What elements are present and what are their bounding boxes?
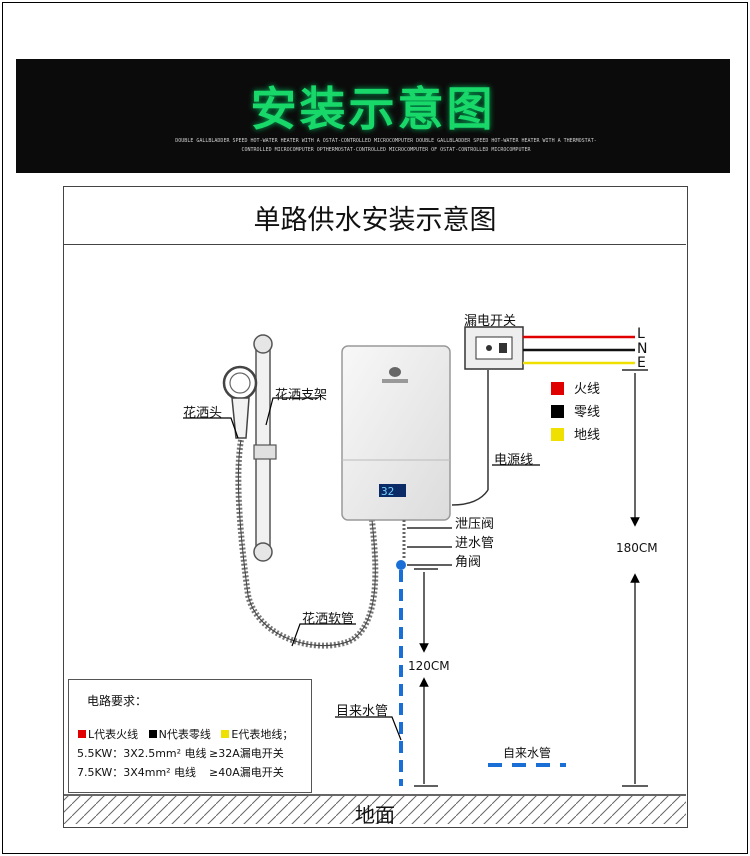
wire-n-label: N — [637, 341, 648, 357]
power-wires — [451, 335, 635, 506]
tap-water-pipe-left-label: 目来水管 — [336, 704, 389, 719]
height-120-label: 120CM — [408, 659, 450, 673]
shower-head-label: 花洒头 — [183, 406, 223, 421]
requirement-breaker-75: ≥40A漏电开关 — [209, 766, 284, 779]
leakage-switch — [464, 326, 524, 370]
requirement-breaker-55: ≥32A漏电开关 — [209, 747, 284, 760]
leader-lines — [183, 397, 540, 741]
shower-hose-label: 花洒软管 — [302, 612, 355, 627]
req-live-swatch — [78, 730, 86, 738]
requirement-spec-55: 5.5KW：3X2.5mm² 电线 — [77, 747, 207, 760]
header-banner: 安装示意图 DOUBLE GALLBLADDER SPEED HOT-WATER… — [16, 59, 730, 173]
banner-subtitle: DOUBLE GALLBLADDER SPEED HOT-WATER HEATE… — [175, 138, 597, 153]
diagram-title: 单路供水安装示意图 — [253, 205, 497, 236]
requirements-title: 电路要求： — [87, 694, 148, 708]
circuit-requirements-box: 电路要求： L代表火线 N代表零线 E代表地线； 5.5KW：3X2.5mm² … — [68, 679, 312, 793]
earth-swatch — [551, 428, 564, 441]
legend-live: 火线 — [551, 378, 600, 397]
requirement-spec-75: 7.5KW：3X4mm² 电线 — [77, 766, 197, 779]
legend-neutral: 零线 — [551, 401, 600, 420]
shower-bracket — [253, 334, 277, 562]
inlet-pipe-label: 进水管 — [455, 536, 495, 551]
relief-valve-label: 泄压阀 — [455, 517, 495, 532]
height-180-label: 180CM — [616, 541, 658, 555]
req-neutral-swatch — [148, 730, 157, 738]
banner-title: 安装示意图 — [250, 82, 496, 136]
display-reading: 32 — [381, 485, 394, 498]
tap-water-pipe-right-label: 自来水管 — [503, 746, 552, 760]
requirements-legend: L代表火线 N代表零线 E代表地线； — [78, 726, 293, 742]
water-heater: 32 — [341, 345, 451, 560]
wire-l-label: L — [637, 326, 645, 342]
title-divider — [63, 244, 686, 245]
req-earth-swatch — [221, 730, 230, 738]
diagram-panel — [63, 186, 688, 828]
wire-e-label: E — [637, 355, 646, 371]
power-cord-label: 电源线 — [494, 453, 534, 468]
legend-earth: 地线 — [551, 424, 600, 443]
shower-bracket-label: 花洒支架 — [275, 388, 328, 403]
water-pipe — [396, 560, 566, 786]
leakage-switch-label: 漏电开关 — [464, 314, 517, 329]
ground-hatch — [64, 794, 686, 824]
neutral-swatch — [551, 405, 564, 418]
dimension-120 — [414, 568, 438, 787]
shower-head — [222, 365, 258, 439]
angle-valve-label: 角阀 — [455, 555, 482, 570]
dimension-180 — [622, 369, 648, 787]
ground-label: 地面 — [355, 803, 395, 827]
live-swatch — [551, 382, 564, 395]
